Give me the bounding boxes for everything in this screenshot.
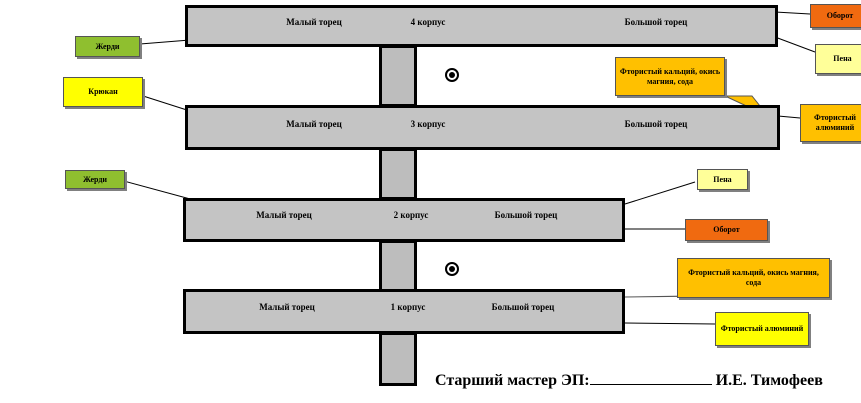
corpus-2-body: Малый торец 2 корпус Большой торец xyxy=(183,198,625,242)
callout-oborot: Оборот xyxy=(685,219,768,241)
column-segment xyxy=(379,148,417,200)
callout-fluor-alum: Фтористый алюминий xyxy=(715,312,809,346)
small-end-label: Малый торец xyxy=(286,119,342,129)
signature-line: Старший мастер ЭП: И.Е. Тимофеев xyxy=(435,370,823,390)
target-symbol-icon xyxy=(445,68,459,82)
large-end-label: Большой торец xyxy=(624,119,688,129)
signature-prefix: Старший мастер ЭП: xyxy=(435,372,590,389)
small-end-label: Малый торец xyxy=(286,17,342,27)
corpus-label: 4 корпус xyxy=(410,17,446,27)
corpus-label: 3 корпус xyxy=(410,119,446,129)
callout-pena: Пена xyxy=(697,169,748,190)
callout-zherdi: Жерди xyxy=(65,170,125,189)
callout-pena: Пена xyxy=(815,44,861,74)
column-segment xyxy=(379,332,417,386)
callout-fluor-alum: Фтористый алюминий xyxy=(800,104,861,142)
corpus-3-body: Малый торец 3 корпус Большой торец xyxy=(185,105,780,150)
large-end-label: Большой торец xyxy=(624,17,688,27)
corpus-label: 1 корпус xyxy=(390,302,426,312)
column-segment xyxy=(379,240,417,292)
signature-name: И.Е. Тимофеев xyxy=(715,372,823,389)
corpus-4-body: Малый торец 4 корпус Большой торец xyxy=(185,5,778,47)
small-end-label: Малый торец xyxy=(256,210,312,220)
callout-oborot: Оборот xyxy=(810,4,861,28)
large-end-label: Большой торец xyxy=(494,210,558,220)
callout-krichnik: Крюкан xyxy=(63,77,143,107)
large-end-label: Большой торец xyxy=(491,302,555,312)
corpus-1-body: Малый торец 1 корпус Большой торец xyxy=(183,289,625,334)
small-end-label: Малый торец xyxy=(259,302,315,312)
callout-fluorite-top: Фтористый кальций, окись магния, сода xyxy=(615,57,725,96)
signature-blank xyxy=(589,370,712,385)
column-segment xyxy=(379,45,417,107)
callout-zherdi: Жерди xyxy=(75,36,140,57)
corpus-label: 2 корпус xyxy=(393,210,429,220)
callout-fluorite-top: Фтористый кальций, окись магния, сода xyxy=(677,258,830,298)
target-symbol-icon xyxy=(445,262,459,276)
